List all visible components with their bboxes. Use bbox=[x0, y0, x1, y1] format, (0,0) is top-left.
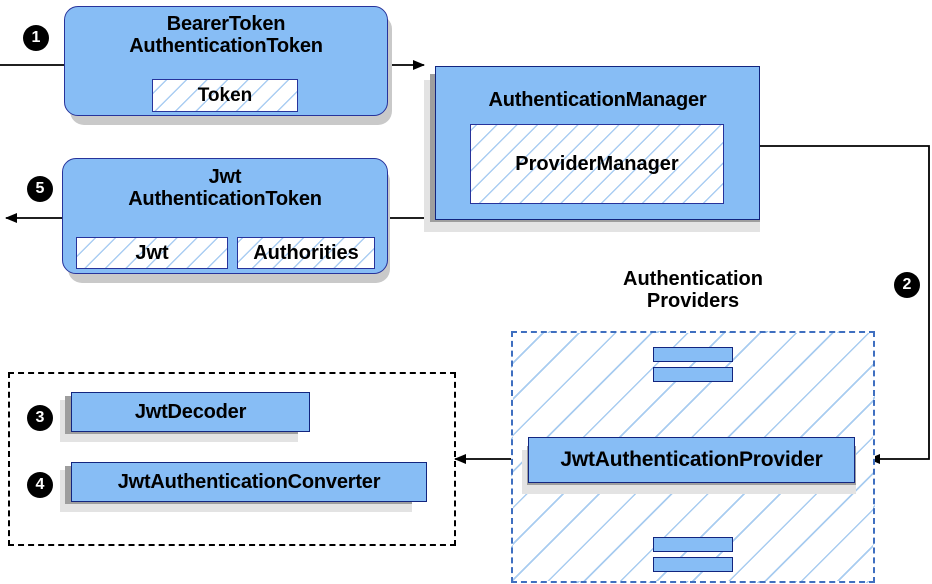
bearer-token-title-line1: BearerToken bbox=[166, 13, 286, 35]
jwt-token-inner-authorities-box[interactable]: Authorities bbox=[237, 237, 375, 269]
jwt-decoder-title: JwtDecoder bbox=[134, 401, 247, 423]
bearer-token-inner-label: Token bbox=[197, 84, 253, 106]
jwt-converter-title: JwtAuthenticationConverter bbox=[117, 471, 381, 493]
jwt-converter-node[interactable]: JwtAuthenticationConverter bbox=[71, 462, 427, 502]
provider-placeholder-bar-bottom-1 bbox=[653, 537, 733, 552]
providers-group-title-line1: Authentication bbox=[623, 268, 763, 290]
jwt-token-title-line2: AuthenticationToken bbox=[128, 188, 322, 211]
providers-group-title: Authentication Providers bbox=[511, 268, 875, 313]
jwt-token-inner-jwt-label: Jwt bbox=[135, 241, 169, 264]
jwt-support-group-container bbox=[8, 372, 456, 546]
step-marker-4: 4 bbox=[27, 472, 53, 498]
bearer-token-title-line2: AuthenticationToken bbox=[129, 35, 323, 58]
providers-group-title-line2: Providers bbox=[646, 290, 740, 313]
provider-placeholder-bar-top-1 bbox=[653, 347, 733, 362]
step-marker-1: 1 bbox=[23, 25, 49, 51]
provider-placeholder-bar-bottom-2 bbox=[653, 557, 733, 572]
jwt-token-title-line1: Jwt bbox=[208, 166, 242, 188]
auth-manager-title: AuthenticationManager bbox=[488, 89, 707, 111]
jwt-provider-title: JwtAuthenticationProvider bbox=[560, 448, 823, 471]
step-marker-3: 3 bbox=[27, 405, 53, 431]
step-marker-5: 5 bbox=[27, 176, 53, 202]
provider-placeholder-bar-top-2 bbox=[653, 367, 733, 382]
jwt-token-inner-authorities-label: Authorities bbox=[253, 241, 359, 264]
jwt-token-inner-jwt-box[interactable]: Jwt bbox=[76, 237, 228, 269]
provider-manager-label: ProviderManager bbox=[515, 152, 679, 175]
step-marker-2: 2 bbox=[894, 272, 920, 298]
jwt-decoder-node[interactable]: JwtDecoder bbox=[71, 392, 310, 432]
jwt-provider-node[interactable]: JwtAuthenticationProvider bbox=[528, 437, 855, 483]
provider-manager-box[interactable]: ProviderManager bbox=[470, 124, 724, 204]
bearer-token-inner-token-box[interactable]: Token bbox=[152, 79, 298, 112]
